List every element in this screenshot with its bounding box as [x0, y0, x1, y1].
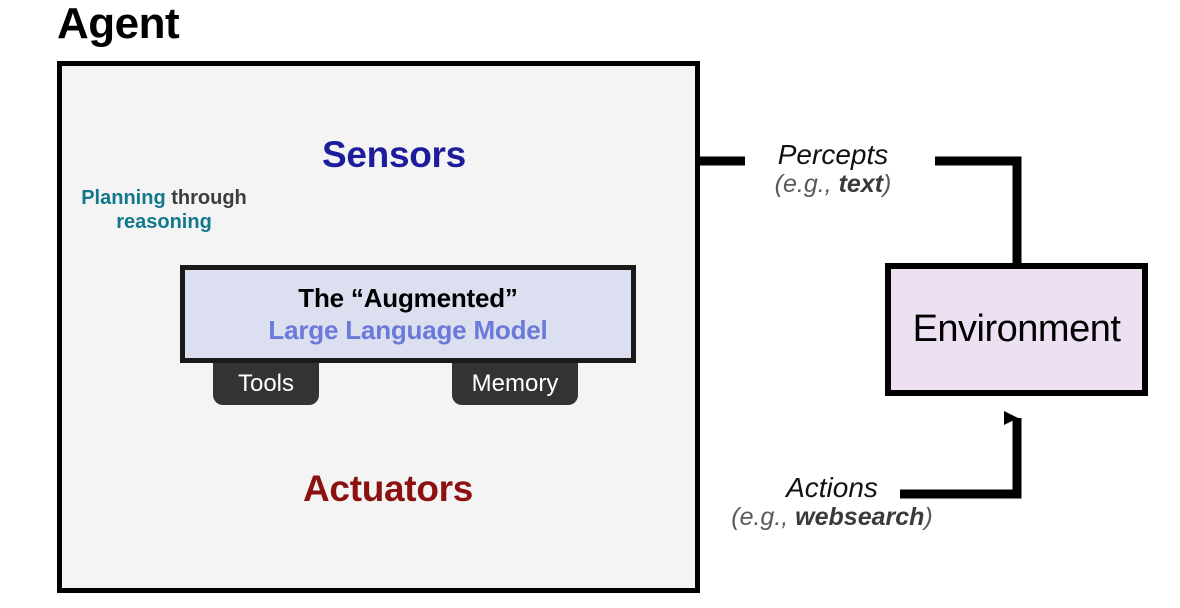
planning-connective: through [165, 187, 247, 209]
actions-example-suffix: ) [924, 503, 933, 532]
percepts-example-value: text [838, 170, 884, 199]
tools-tab-label: Tools [237, 370, 295, 397]
percepts-example: (e.g., text) [740, 170, 926, 198]
actions-title: Actions [786, 472, 878, 503]
reasoning-keyword: reasoning [116, 211, 212, 234]
actions-example: (e.g., websearch) [702, 503, 962, 531]
memory-tab-label: Memory [471, 370, 559, 397]
planning-keyword: Planning [81, 187, 166, 209]
actions-example-value: websearch [795, 503, 925, 532]
actuators-label: Actuators [303, 468, 473, 509]
page-title: Agent [57, 0, 180, 48]
llm-subtitle-line: Large Language Model [268, 314, 548, 345]
percepts-edge-label: Percepts (e.g., text) [740, 139, 926, 198]
planning-annotation: Planning through reasoning [64, 186, 264, 235]
llm-title-line: The “Augmented” [298, 282, 518, 313]
percepts-title: Percepts [777, 139, 889, 170]
environment-label: Environment [912, 308, 1121, 350]
percepts-example-prefix: (e.g., [774, 170, 839, 199]
memory-tab: Memory [452, 363, 578, 405]
augmented-llm-box: The “Augmented” Large Language Model [180, 265, 636, 363]
actions-edge-label: Actions (e.g., websearch) [702, 472, 962, 531]
environment-box: Environment [885, 263, 1148, 396]
percepts-example-suffix: ) [883, 170, 892, 199]
actions-example-prefix: (e.g., [731, 503, 796, 532]
sensors-label: Sensors [322, 134, 466, 175]
tools-tab: Tools [213, 363, 319, 405]
